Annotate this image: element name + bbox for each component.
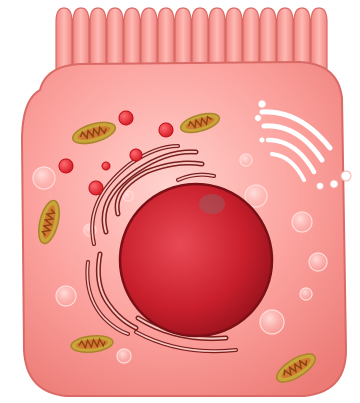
vesicle (102, 162, 110, 170)
vesicle (159, 123, 173, 137)
vesicle (130, 149, 142, 161)
bubble (33, 167, 55, 189)
vesicle (119, 111, 133, 125)
bubble (260, 310, 284, 334)
bubble (117, 349, 131, 363)
vesicle (59, 159, 73, 173)
bubble (292, 212, 312, 232)
bubble (300, 288, 312, 300)
nucleolus (199, 194, 225, 214)
bubble (56, 286, 76, 306)
nucleus (120, 184, 272, 336)
bubble (309, 253, 327, 271)
vesicle (89, 181, 103, 195)
bubble (123, 191, 133, 201)
bubble (240, 154, 252, 166)
